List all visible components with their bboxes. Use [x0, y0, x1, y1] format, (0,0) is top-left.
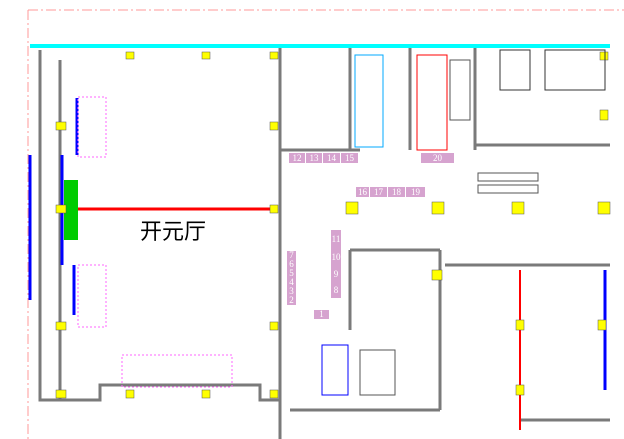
room-label-15: 15 — [341, 153, 359, 163]
room-label-8: 8 — [331, 282, 342, 298]
top-cyan-band — [30, 44, 610, 48]
elevator-cores — [321, 54, 448, 396]
room-label-1: 1 — [314, 310, 330, 319]
room-label-4: 4 — [287, 278, 297, 287]
blue-walls — [28, 98, 607, 390]
toilet-stalls — [499, 49, 606, 91]
axis-border — [27, 9, 624, 439]
room-label-17: 17 — [370, 187, 388, 197]
room-label-5: 5 — [287, 269, 297, 278]
room-label-3: 3 — [287, 287, 297, 296]
room-label-19: 19 — [406, 187, 426, 197]
hall-name-label: 开元厅 — [140, 220, 207, 245]
columns — [55, 51, 611, 399]
room-label-9: 9 — [331, 265, 342, 282]
escalators — [359, 59, 539, 396]
dashed-rooms — [77, 96, 233, 388]
green-area — [64, 180, 78, 240]
room-label-7: 7 — [287, 251, 297, 260]
room-label-11: 11 — [331, 230, 342, 248]
room-label-16: 16 — [356, 187, 370, 197]
room-label-10: 10 — [331, 248, 342, 265]
walls — [38, 48, 610, 439]
room-label-2: 2 — [287, 296, 297, 305]
room-label-18: 18 — [388, 187, 406, 197]
room-label-20: 20 — [421, 153, 455, 163]
room-label-12: 12 — [289, 153, 306, 163]
room-label-13: 13 — [306, 153, 323, 163]
room-label-14: 14 — [323, 153, 341, 163]
room-label-6: 6 — [287, 260, 297, 269]
